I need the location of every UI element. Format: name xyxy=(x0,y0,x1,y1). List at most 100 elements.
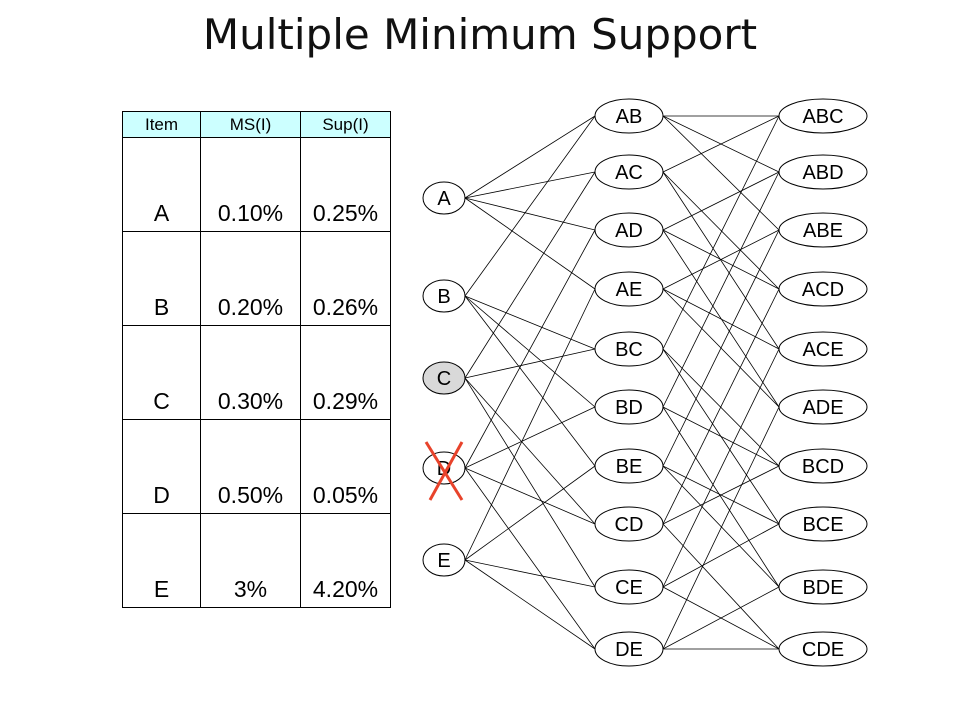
lattice-edge xyxy=(662,465,780,525)
lattice-edge xyxy=(662,171,780,231)
lattice-edge xyxy=(662,406,780,588)
lattice-node-ac: AC xyxy=(594,154,664,190)
cell-sup: 0.25% xyxy=(300,137,391,232)
lattice-node-abc: ABC xyxy=(778,98,868,134)
lattice-edge xyxy=(662,406,780,650)
lattice-node-abd: ABD xyxy=(778,154,868,190)
lattice-edge xyxy=(464,295,596,350)
node-label: ABC xyxy=(802,106,843,128)
node-shape xyxy=(594,631,664,667)
table-row: B 0.20% 0.26% xyxy=(122,231,391,326)
node-label: AE xyxy=(616,279,643,301)
node-shape xyxy=(778,154,868,190)
node-label: BDE xyxy=(802,577,843,599)
lattice-node-c: C xyxy=(422,361,466,395)
node-label: ADE xyxy=(802,397,843,419)
lattice-node-ad: AD xyxy=(594,212,664,248)
lattice-node-bde: BDE xyxy=(778,569,868,605)
lattice-edge xyxy=(662,406,780,467)
node-label: B xyxy=(437,286,450,308)
node-label: BCD xyxy=(802,456,844,478)
lattice-node-ce: CE xyxy=(594,569,664,605)
node-label: ABE xyxy=(803,220,843,242)
lattice-edge xyxy=(464,406,596,469)
lattice-node-a: A xyxy=(422,181,466,215)
lattice-edge xyxy=(464,229,596,469)
lattice-edge xyxy=(662,586,780,650)
node-shape xyxy=(594,98,664,134)
header-item: Item xyxy=(122,111,201,138)
lattice-node-be: BE xyxy=(594,448,664,484)
lattice-edge xyxy=(464,288,596,561)
node-shape xyxy=(594,271,664,307)
node-label: AB xyxy=(616,106,643,128)
node-label: CDE xyxy=(802,639,844,661)
lattice-node-b: B xyxy=(422,279,466,313)
lattice-edge xyxy=(662,523,780,650)
lattice-node-cd: CD xyxy=(594,506,664,542)
lattice-edge xyxy=(464,467,596,525)
table-row: C 0.30% 0.29% xyxy=(122,325,391,420)
cell-sup: 4.20% xyxy=(300,513,391,608)
lattice-node-ab: AB xyxy=(594,98,664,134)
lattice-edge xyxy=(464,197,596,231)
node-label: A xyxy=(437,188,451,210)
node-label: AC xyxy=(615,162,643,184)
lattice-edges xyxy=(464,115,780,650)
header-ms: MS(I) xyxy=(200,111,301,138)
cell-ms: 0.10% xyxy=(200,137,301,232)
lattice-edge xyxy=(662,171,780,408)
lattice-edge xyxy=(464,171,596,199)
cell-ms: 0.20% xyxy=(200,231,301,326)
node-shape xyxy=(778,98,868,134)
node-shape xyxy=(594,569,664,605)
lattice-node-ace: ACE xyxy=(778,331,868,367)
node-label: BCE xyxy=(802,514,843,536)
node-shape xyxy=(594,389,664,425)
page-title: Multiple Minimum Support xyxy=(202,10,758,59)
lattice-node-d: D xyxy=(422,451,466,485)
cell-ms: 0.50% xyxy=(200,419,301,514)
lattice-edge xyxy=(662,229,780,467)
node-shape xyxy=(778,506,868,542)
table-header-row: Item MS(I) Sup(I) xyxy=(122,111,391,138)
lattice-node-bce: BCE xyxy=(778,506,868,542)
node-shape xyxy=(594,212,664,248)
node-shape xyxy=(778,448,868,484)
lattice-edge xyxy=(464,559,596,650)
node-shape xyxy=(422,361,466,395)
lattice-node-bcd: BCD xyxy=(778,448,868,484)
node-shape xyxy=(594,331,664,367)
lattice-node-bd: BD xyxy=(594,389,664,425)
node-shape xyxy=(422,451,466,485)
cell-ms: 0.30% xyxy=(200,325,301,420)
lattice-edge xyxy=(662,288,780,525)
cell-item: D xyxy=(122,419,201,514)
lattice-edge xyxy=(464,295,596,467)
node-label: BD xyxy=(615,397,643,419)
cross-stroke xyxy=(424,441,464,501)
table-row: D 0.50% 0.05% xyxy=(122,419,391,514)
node-shape xyxy=(778,212,868,248)
lattice-edge xyxy=(662,115,780,173)
table-row: A 0.10% 0.25% xyxy=(122,137,391,232)
node-shape xyxy=(422,279,466,313)
lattice-edge xyxy=(662,229,780,290)
lattice-edge xyxy=(662,115,780,231)
table-row: E 3% 4.20% xyxy=(122,513,391,608)
lattice-node-de: DE xyxy=(594,631,664,667)
lattice-nodes: ABCDEABACADAEBCBDBECDCEDEABCABDABEACDACE… xyxy=(422,98,868,667)
node-label: CE xyxy=(615,577,643,599)
node-label: ABD xyxy=(802,162,843,184)
lattice-node-abe: ABE xyxy=(778,212,868,248)
lattice-edge xyxy=(464,295,596,408)
cell-sup: 0.29% xyxy=(300,325,391,420)
lattice-edge xyxy=(464,115,596,199)
lattice-node-ae: AE xyxy=(594,271,664,307)
lattice-edge xyxy=(464,348,596,379)
lattice-edge xyxy=(464,467,596,650)
lattice-edge xyxy=(662,288,780,350)
cell-item: C xyxy=(122,325,201,420)
lattice-edge xyxy=(464,559,596,588)
